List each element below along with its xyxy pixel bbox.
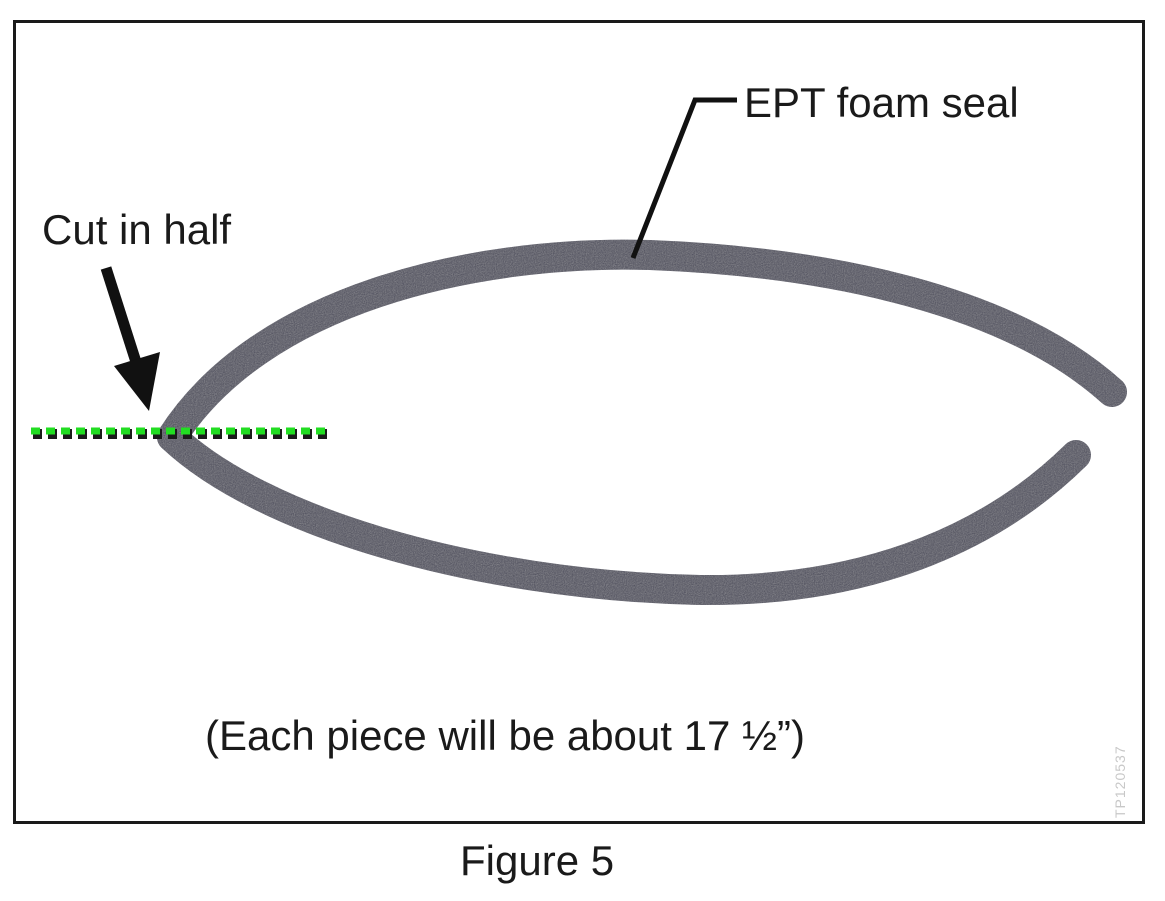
seal-upper-piece (157, 239, 1127, 452)
seal-lower-piece (157, 422, 1091, 606)
piece-length-note: (Each piece will be about 17 ½”) (205, 712, 805, 759)
cut-label: Cut in half (42, 206, 232, 253)
figure-caption: Figure 5 (460, 837, 615, 884)
figure-frame (13, 20, 1145, 824)
cut-line (31, 427, 333, 439)
down-right-arrow-icon (100, 266, 160, 411)
seal-label: EPT foam seal (744, 79, 1019, 126)
seal-leader-line (630, 97, 737, 259)
image-id: TP120537 (1112, 745, 1128, 818)
